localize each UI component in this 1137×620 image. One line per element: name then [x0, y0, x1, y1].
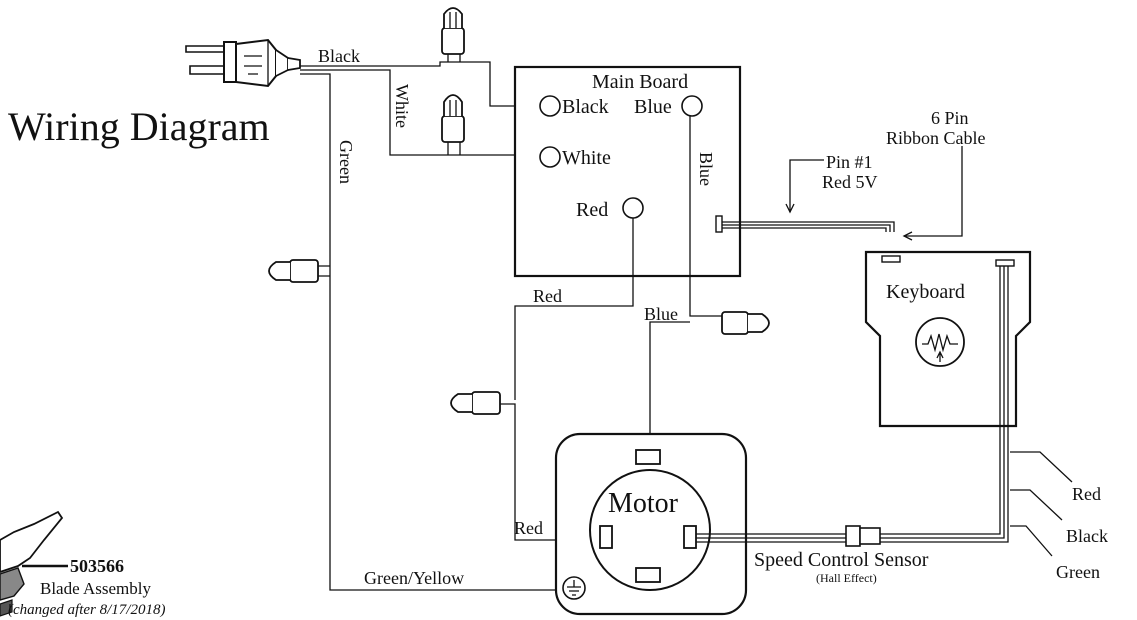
green-yellow-label: Green/Yellow — [364, 568, 464, 588]
pin-label-line1: Pin #1 — [826, 152, 873, 172]
main-board-title: Main Board — [592, 71, 688, 93]
keyboard-ribbon-connector — [881, 255, 901, 263]
red-lower-label: Red — [514, 518, 543, 538]
terminal-blue-icon — [681, 95, 703, 117]
ribbon-label-line2: Ribbon Cable — [886, 128, 986, 148]
terminal-white-icon — [539, 146, 561, 168]
blade-name: Blade Assembly — [40, 579, 151, 598]
sensor-green-pointer — [1010, 525, 1053, 557]
wire-nut-red-icon — [450, 391, 501, 415]
diagram-title: Wiring Diagram — [8, 104, 270, 149]
terminal-red-label: Red — [576, 199, 608, 221]
terminal-black-label: Black — [562, 96, 609, 118]
pin-label-line2: Red 5V — [822, 172, 878, 192]
ribbon-pointer — [904, 146, 963, 237]
ribbon-label-line1: 6 Pin — [931, 108, 969, 128]
ground-symbol-icon — [562, 576, 586, 600]
motor-terminal-top — [635, 449, 661, 465]
blade-note: (changed after 8/17/2018) — [8, 602, 165, 618]
red-wire-upper — [514, 218, 634, 400]
terminal-blue-label: Blue — [634, 96, 672, 118]
sensor-red-label: Red — [1072, 484, 1101, 504]
terminal-red-icon — [622, 197, 644, 219]
white-wire-label: White — [392, 84, 412, 128]
green-wire-label: Green — [336, 140, 356, 184]
sensor-black-label: Black — [1066, 526, 1108, 546]
motor-terminal-left — [599, 525, 613, 549]
blue-wire-label: Blue — [696, 152, 716, 186]
white-wire — [300, 69, 538, 156]
blue-lower-label: Blue — [644, 304, 678, 324]
sensor-black-pointer — [1010, 489, 1063, 521]
wire-nut-middle-icon — [441, 94, 465, 155]
blade-assembly-icon — [0, 510, 64, 617]
ribbon-cable — [722, 221, 895, 232]
keyboard-sensor-connector — [995, 259, 1015, 267]
terminal-white-label: White — [562, 147, 611, 169]
black-wire-label: Black — [318, 46, 360, 66]
red-upper-label: Red — [533, 286, 562, 306]
wire-nut-ground-icon — [268, 259, 330, 283]
ribbon-connector-board — [715, 215, 723, 233]
sensor-connector-icon — [845, 525, 861, 547]
motor-circle — [589, 469, 711, 591]
sensor-wires-right — [880, 266, 1009, 543]
blue-wire-upper — [689, 116, 722, 317]
sensor-subtitle: (Hall Effect) — [816, 571, 877, 585]
sensor-red-pointer — [1010, 451, 1073, 483]
terminal-black-icon — [539, 95, 561, 117]
wire-nut-top-icon — [441, 7, 465, 62]
blade-part-number: 503566 — [70, 556, 124, 576]
blue-wire-lower — [649, 321, 690, 446]
motor-terminal-right — [683, 525, 697, 549]
keyboard-title: Keyboard — [886, 281, 965, 303]
green-ground-wire — [300, 73, 555, 591]
sensor-title: Speed Control Sensor — [754, 549, 929, 571]
black-wire — [300, 61, 538, 107]
power-plug-icon — [185, 38, 301, 88]
sensor-wires-left — [696, 533, 846, 543]
motor-terminal-bottom — [635, 567, 661, 583]
pin-pointer — [789, 159, 824, 212]
motor-title: Motor — [608, 488, 679, 519]
sensor-green-label: Green — [1056, 562, 1100, 582]
potentiometer-icon — [915, 317, 965, 367]
wire-nut-blue-icon — [721, 311, 770, 335]
